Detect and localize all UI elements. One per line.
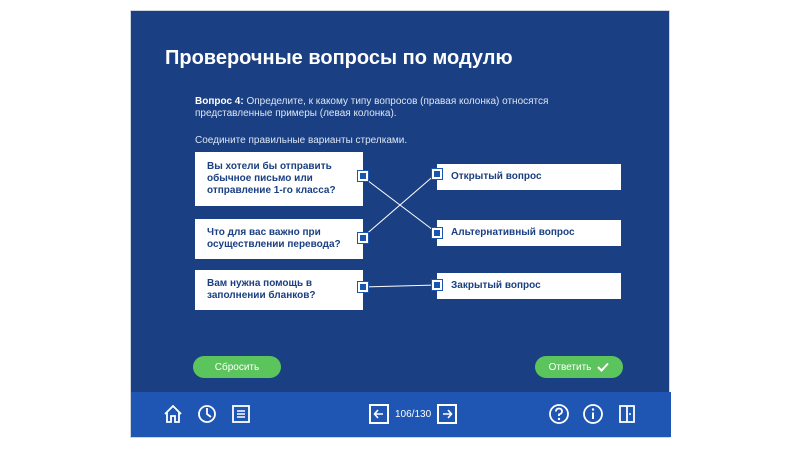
exit-icon[interactable] (615, 402, 639, 426)
next-arrow-icon[interactable] (437, 404, 458, 424)
right-item-2[interactable]: Альтернативный вопрос (437, 220, 621, 246)
menu-list-icon[interactable] (229, 402, 253, 426)
reset-button-label: Сбросить (214, 361, 260, 373)
right-item-1[interactable]: Открытый вопрос (437, 164, 621, 190)
left-port-2[interactable] (358, 233, 368, 243)
submit-button-label: Ответить (548, 361, 592, 373)
bottom-toolbar: 106/130 (131, 392, 671, 437)
question-label: Вопрос 4: (195, 96, 244, 107)
left-port-3[interactable] (358, 282, 368, 292)
pager: 106/130 (369, 404, 458, 424)
submit-button[interactable]: Ответить (535, 356, 623, 378)
right-port-1[interactable] (432, 169, 442, 179)
connection-line-1 (362, 176, 438, 234)
connection-line-3 (362, 284, 438, 288)
right-port-3[interactable] (432, 280, 442, 290)
checkmark-icon (597, 362, 610, 372)
right-port-2[interactable] (432, 228, 442, 238)
prev-arrow-icon[interactable] (369, 404, 389, 424)
instruction-text: Соедините правильные варианты стрелками. (195, 135, 408, 146)
left-item-2[interactable]: Что для вас важно при осуществлении пере… (195, 219, 363, 259)
info-icon[interactable] (581, 402, 605, 426)
home-icon[interactable] (161, 402, 185, 426)
connection-line-2 (362, 172, 438, 238)
reset-button[interactable]: Сбросить (193, 356, 281, 378)
right-item-3[interactable]: Закрытый вопрос (437, 273, 621, 299)
page-indicator: 106/130 (395, 408, 432, 420)
question-text: Определите, к какому типу вопросов (прав… (195, 96, 549, 119)
help-icon[interactable] (547, 402, 571, 426)
page-title: Проверочные вопросы по модулю (165, 47, 513, 69)
left-port-1[interactable] (358, 171, 368, 181)
clock-icon[interactable] (195, 402, 219, 426)
left-item-3[interactable]: Вам нужна помощь в заполнении бланков? (195, 270, 363, 310)
left-item-1[interactable]: Вы хотели бы отправить обычное письмо ил… (195, 152, 363, 206)
question-text-block: Вопрос 4: Определите, к какому типу вопр… (195, 96, 575, 120)
quiz-slide: Проверочные вопросы по модулю Вопрос 4: … (130, 10, 671, 438)
